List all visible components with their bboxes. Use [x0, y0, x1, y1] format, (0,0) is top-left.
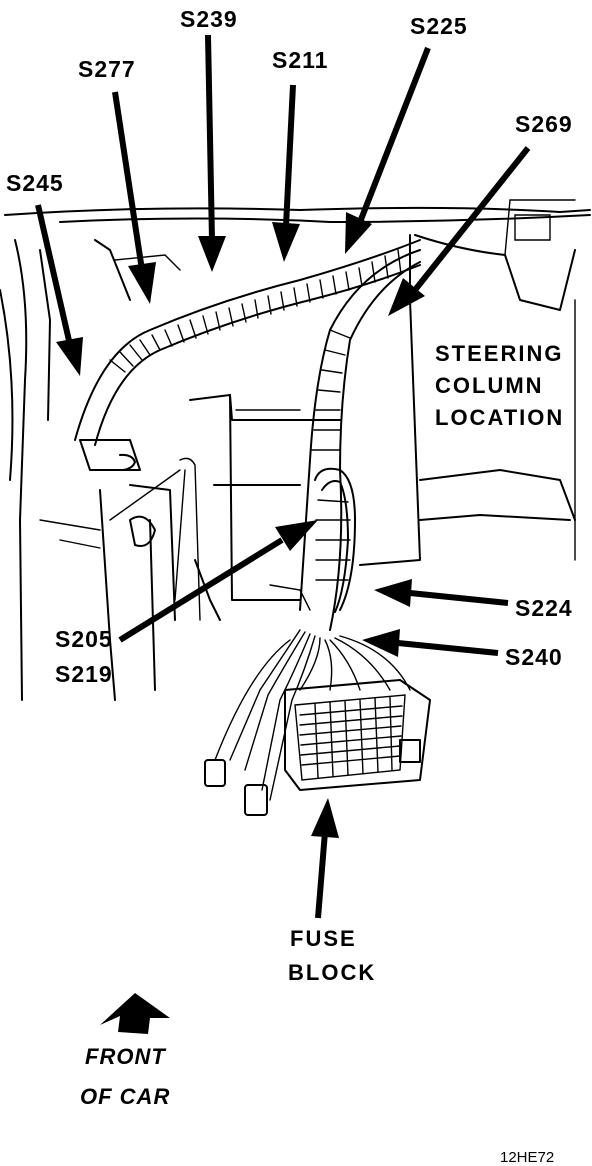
fuse-block-wires [214, 629, 411, 801]
arrow-s239 [198, 34, 226, 272]
callout-labels: S239 S225 S277 S211 S269 S245 STEERING C… [6, 6, 573, 1166]
label-column: COLUMN [435, 373, 544, 398]
arrow-s277 [112, 91, 156, 304]
label-s205: S205 [55, 626, 113, 652]
instrument-panel-outline [0, 199, 591, 701]
arrow-s211 [272, 84, 300, 262]
arrow-fuse-block [311, 798, 339, 919]
label-s240: S240 [505, 644, 563, 670]
label-front: FRONT [85, 1044, 166, 1069]
label-location: LOCATION [435, 405, 564, 430]
label-of-car: OF CAR [80, 1084, 170, 1109]
figure-reference: 12HE72 [500, 1149, 554, 1166]
label-s211: S211 [272, 47, 328, 73]
label-s269: S269 [515, 111, 573, 137]
arrow-s224 [374, 579, 509, 607]
arrow-s205-s219 [118, 520, 318, 643]
main-wiring-harness [74, 239, 421, 631]
label-s219: S219 [55, 661, 113, 687]
label-steering: STEERING [435, 341, 563, 366]
label-s225: S225 [410, 13, 468, 39]
label-s277: S277 [78, 56, 136, 82]
label-fuse: FUSE [290, 926, 357, 951]
arrow-s225 [345, 46, 431, 254]
front-of-car-arrow [100, 993, 170, 1034]
arrow-s245 [35, 204, 83, 376]
callout-arrows [35, 34, 531, 1034]
label-s245: S245 [6, 170, 64, 196]
fuse-block [284, 679, 431, 791]
label-s239: S239 [180, 6, 238, 32]
label-block: BLOCK [288, 960, 376, 985]
arrow-s240 [362, 629, 499, 657]
label-s224: S224 [515, 595, 573, 621]
arrow-s269 [388, 146, 531, 316]
pigtail-connectors [204, 759, 268, 816]
